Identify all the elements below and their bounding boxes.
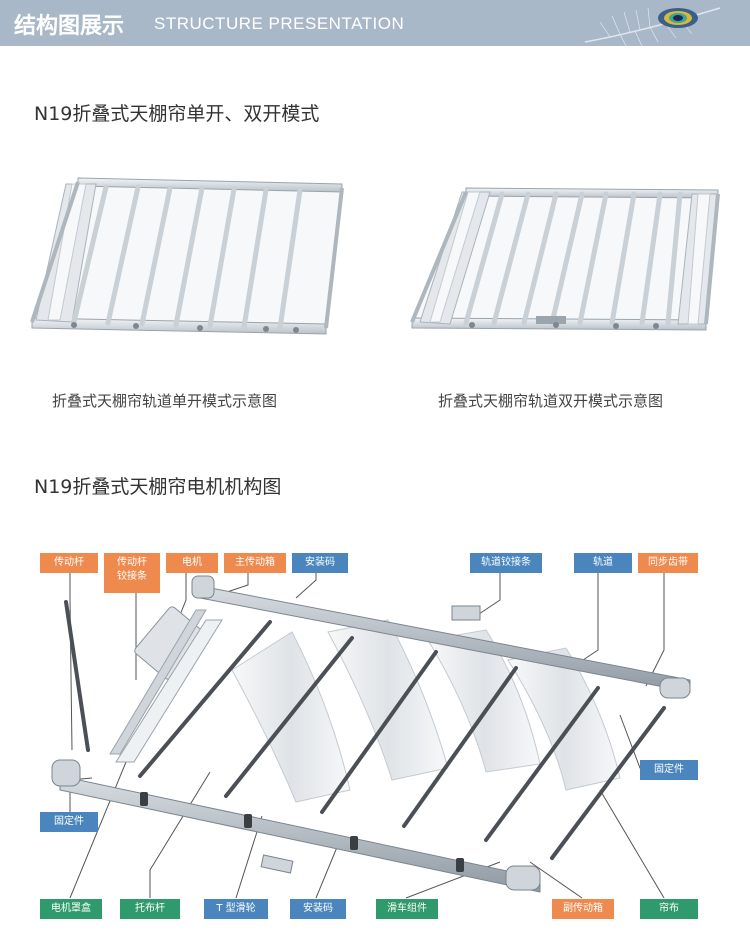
section-title-modes: N19折叠式天棚帘单开、双开模式 bbox=[34, 103, 320, 125]
callout-fixture-right: 固定件 bbox=[640, 760, 698, 780]
header-banner: 结构图展示 STRUCTURE PRESENTATION bbox=[0, 0, 750, 46]
single-open-track-illustration bbox=[30, 177, 344, 335]
callout-motor-cover: 电机罩盒 bbox=[40, 899, 102, 919]
callout-support-rod: 托布杆 bbox=[120, 899, 180, 919]
peacock-feather-icon bbox=[584, 7, 721, 46]
callout-drive-rod-hinge-line2: 铰接条 bbox=[117, 571, 147, 582]
callout-drive-rod-hinge-line1: 传动杆 bbox=[117, 557, 147, 568]
callout-drive-rod-hinge: 传动杆 铰接条 bbox=[104, 553, 160, 593]
callout-main-gearbox: 主传动箱 bbox=[224, 553, 286, 573]
callout-motor: 电机 bbox=[166, 553, 218, 573]
callout-track: 轨道 bbox=[574, 553, 632, 573]
motor-mechanism-exploded-view bbox=[51, 570, 691, 899]
header-subtitle: STRUCTURE PRESENTATION bbox=[154, 14, 405, 33]
callout-drive-rod: 传动杆 bbox=[40, 553, 98, 573]
caption-single-open: 折叠式天棚帘轨道单开模式示意图 bbox=[52, 392, 278, 410]
section-title-motor-mechanism: N19折叠式天棚帘电机机构图 bbox=[34, 476, 282, 498]
callout-fixture-left: 固定件 bbox=[40, 812, 98, 832]
callout-mount-code-bottom: 安装码 bbox=[290, 899, 346, 919]
double-open-track-illustration bbox=[410, 187, 720, 331]
callout-mount-code-top: 安装码 bbox=[292, 553, 348, 573]
callout-fabric: 帘布 bbox=[640, 899, 698, 919]
callout-trolley: 滑车组件 bbox=[376, 899, 438, 919]
callout-track-hinge: 轨道铰接条 bbox=[470, 553, 542, 573]
callout-timing-belt: 同步齿带 bbox=[638, 553, 698, 573]
callout-sub-gearbox: 副传动箱 bbox=[552, 899, 614, 919]
header-title: 结构图展示 bbox=[14, 14, 125, 39]
caption-double-open: 折叠式天棚帘轨道双开模式示意图 bbox=[438, 392, 664, 410]
callout-t-pulley: T 型滑轮 bbox=[204, 899, 268, 919]
